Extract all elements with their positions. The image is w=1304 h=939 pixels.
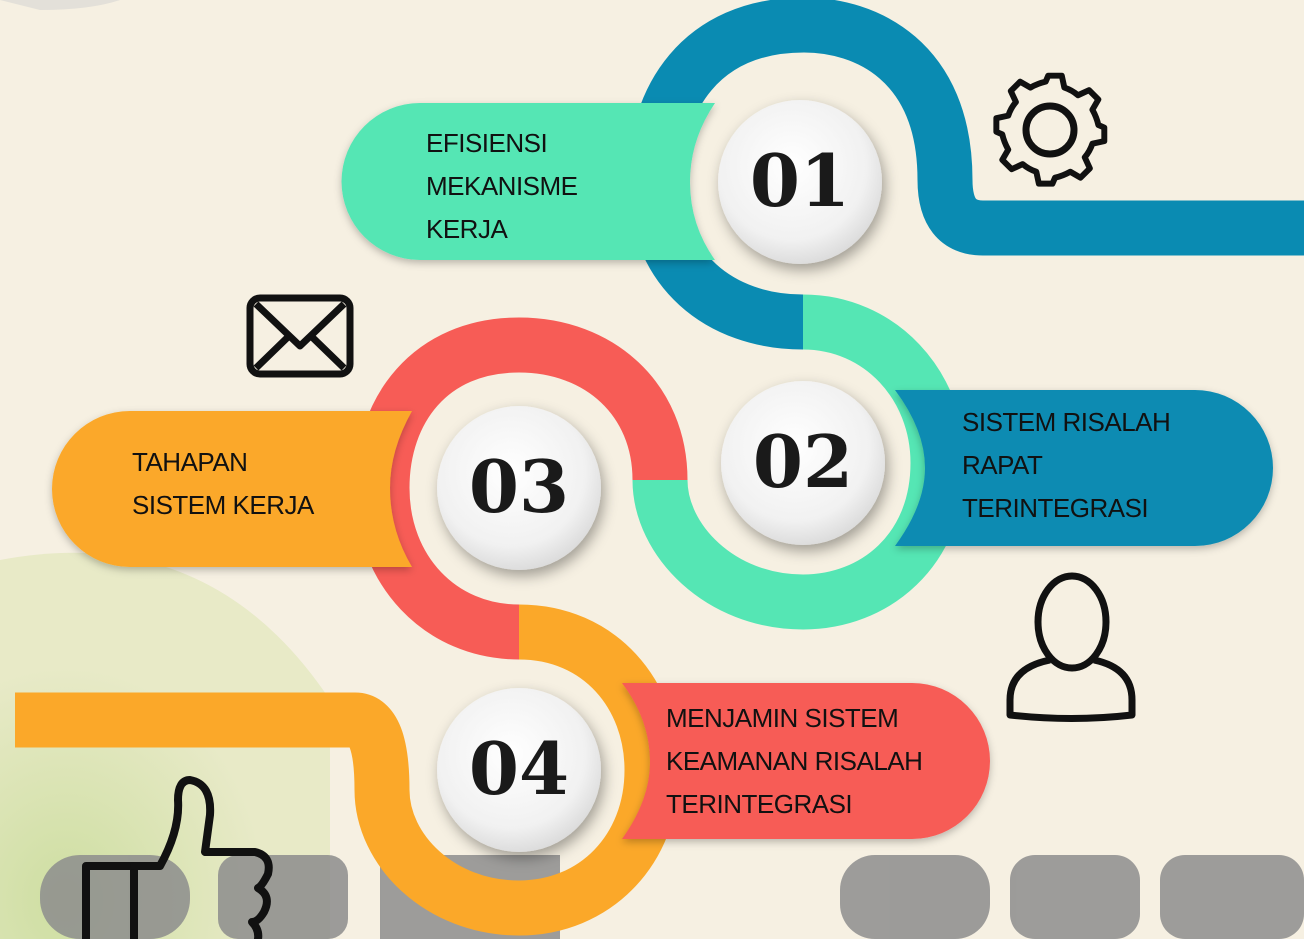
step-2-label: SISTEM RISALAH RAPAT TERINTEGRASI	[962, 401, 1171, 530]
step-4-number: 04	[469, 726, 569, 811]
pill-step-2	[895, 390, 1273, 546]
step-4-line: KEAMANAN RISALAH	[666, 746, 923, 776]
step-4-line: MENJAMIN SISTEM	[666, 703, 899, 733]
step-3-label: TAHAPAN SISTEM KERJA	[132, 441, 314, 527]
step-2-line: SISTEM RISALAH	[962, 407, 1171, 437]
step-1-line: MEKANISME	[426, 171, 578, 201]
step-3-line: TAHAPAN	[132, 447, 248, 477]
step-4-line: TERINTEGRASI	[666, 789, 853, 819]
step-1-line: KERJA	[426, 214, 508, 244]
disc-step-4: 04	[437, 688, 601, 852]
step-1-number: 01	[750, 138, 850, 223]
disc-step-3: 03	[437, 406, 601, 570]
pipe-blue	[627, 0, 1304, 350]
pipe-teal	[632, 294, 966, 630]
disc-step-1: 01	[718, 100, 882, 264]
envelope-icon	[246, 294, 354, 378]
pill-step-4	[622, 683, 990, 839]
step-1-line: EFISIENSI	[426, 128, 548, 158]
step-1-label: EFISIENSI MEKANISME KERJA	[426, 122, 578, 251]
step-2-line: TERINTEGRASI	[962, 493, 1149, 523]
step-2-line: RAPAT	[962, 450, 1043, 480]
thumbs-up-icon	[82, 776, 273, 939]
step-3-line: SISTEM KERJA	[132, 490, 314, 520]
step-4-label: MENJAMIN SISTEM KEAMANAN RISALAH TERINTE…	[666, 697, 923, 826]
step-3-number: 03	[469, 444, 569, 529]
disc-step-2: 02	[721, 381, 885, 545]
pipe-red	[354, 317, 688, 660]
pill-step-1	[341, 103, 715, 260]
gear-icon	[993, 72, 1108, 187]
watermark-logo	[40, 855, 1304, 939]
step-2-number: 02	[753, 419, 853, 504]
user-icon	[1006, 572, 1136, 722]
pill-step-3	[52, 411, 412, 567]
